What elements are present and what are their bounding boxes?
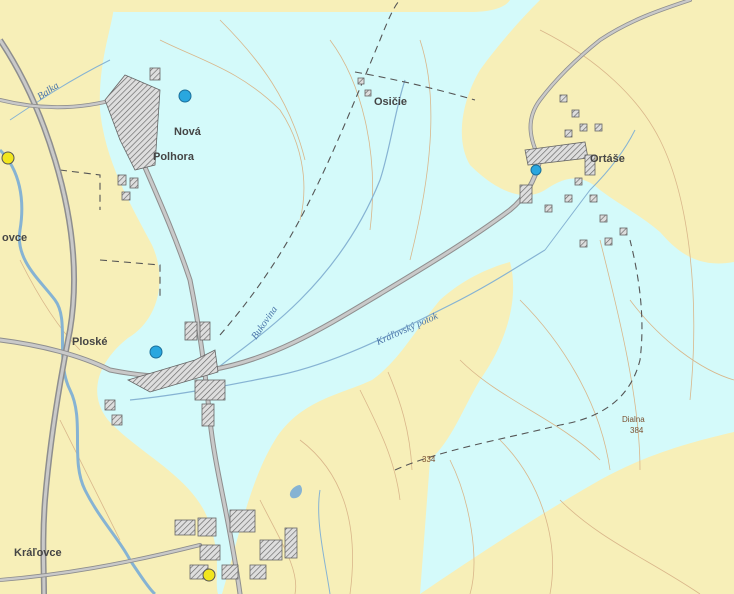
well-marker[interactable]	[178, 89, 192, 103]
stream-bukovina	[214, 79, 406, 371]
settlements	[104, 67, 628, 580]
boundary-lines	[59, 0, 643, 471]
place-label-polhora[interactable]: Polhora	[153, 151, 195, 163]
town-marker[interactable]	[1, 151, 15, 165]
stream-balka	[9, 59, 111, 121]
peak-label-dialna: Dialna	[622, 415, 645, 424]
hill-elevation: 334	[422, 455, 436, 464]
stream-tributary	[318, 489, 331, 594]
place-label-ovce[interactable]: ovce	[2, 232, 27, 244]
place-label-osicie[interactable]: Osičie	[374, 96, 407, 108]
stream-northeast	[544, 129, 636, 251]
map-markers	[1, 89, 542, 582]
place-label-ploske[interactable]: Ploské	[72, 336, 107, 348]
settlement-nova-polhora	[104, 67, 161, 201]
settlement-osicie	[357, 77, 372, 97]
place-label-kralovce[interactable]: Kráľovce	[14, 547, 62, 559]
upland-south	[222, 262, 514, 594]
peak-elevation-dialna: 384	[630, 426, 644, 435]
railway	[0, 38, 78, 594]
place-label-nova[interactable]: Nová	[174, 126, 202, 138]
upland-north-strip	[95, 0, 510, 12]
settlement-kralovce	[174, 509, 298, 580]
settlement-ortase	[519, 94, 628, 248]
river-west	[0, 148, 157, 594]
settlement-ploske	[104, 321, 226, 427]
pond	[289, 485, 303, 499]
well-marker[interactable]	[149, 345, 163, 359]
place-label-ortase[interactable]: Ortáše	[590, 153, 625, 165]
contour-lines	[19, 19, 734, 594]
well-marker[interactable]	[530, 164, 542, 176]
upland-southeast	[420, 432, 734, 594]
upland-northeast	[461, 0, 734, 264]
town-marker[interactable]	[202, 568, 216, 582]
